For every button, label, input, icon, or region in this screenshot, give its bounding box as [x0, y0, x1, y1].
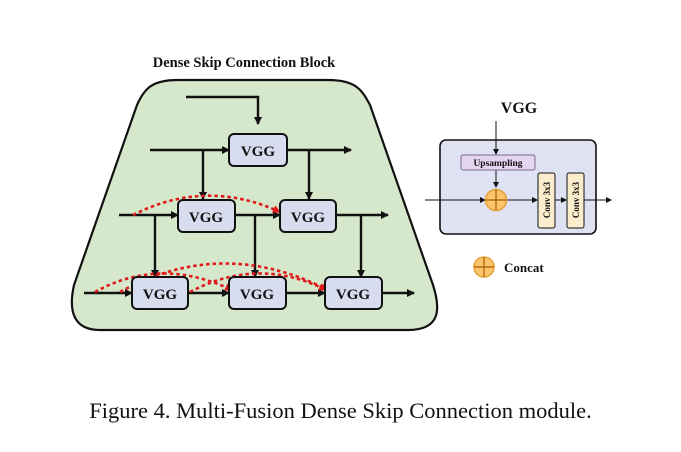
dense-block-background	[70, 78, 439, 332]
concat-legend-icon	[473, 256, 495, 278]
svg-text:Upsampling: Upsampling	[473, 159, 522, 169]
svg-text:VGG: VGG	[143, 287, 178, 303]
vgg-node-r3c2: VGG	[228, 276, 287, 310]
concat-icon	[484, 188, 508, 212]
vgg-node-r2c2: VGG	[279, 199, 337, 233]
skip-row3-a	[94, 272, 233, 294]
input-arrow-top	[186, 95, 262, 125]
main-connections	[84, 95, 415, 297]
concat-legend-label: Concat	[504, 260, 544, 275]
diagram: Dense Skip Connection Block VGG VGG	[70, 55, 612, 332]
skip-row3-c	[189, 272, 327, 294]
svg-text:VGG: VGG	[241, 144, 276, 160]
figure-caption: Figure 4. Multi-Fusion Dense Skip Connec…	[89, 398, 592, 423]
vgg-node-r3c3: VGG	[324, 276, 383, 310]
vgg-detail-connections	[425, 121, 612, 203]
vgg-node-r1: VGG	[228, 133, 288, 167]
svg-text:VGG: VGG	[189, 210, 224, 226]
block-title: Dense Skip Connection Block	[153, 55, 336, 71]
upsampling-box: Upsampling	[460, 154, 536, 171]
conv-box-2: Conv 3x3	[566, 172, 585, 229]
vgg-detail-title: VGG	[501, 100, 538, 117]
conv-box-1: Conv 3x3	[537, 172, 556, 229]
vgg-node-r2c1: VGG	[177, 199, 236, 233]
vgg-node-r3c1: VGG	[131, 276, 189, 310]
svg-text:VGG: VGG	[240, 287, 275, 303]
svg-text:Conv 3x3: Conv 3x3	[571, 181, 581, 218]
svg-text:Conv 3x3: Conv 3x3	[542, 181, 552, 218]
svg-text:VGG: VGG	[336, 287, 371, 303]
svg-text:VGG: VGG	[291, 210, 326, 226]
